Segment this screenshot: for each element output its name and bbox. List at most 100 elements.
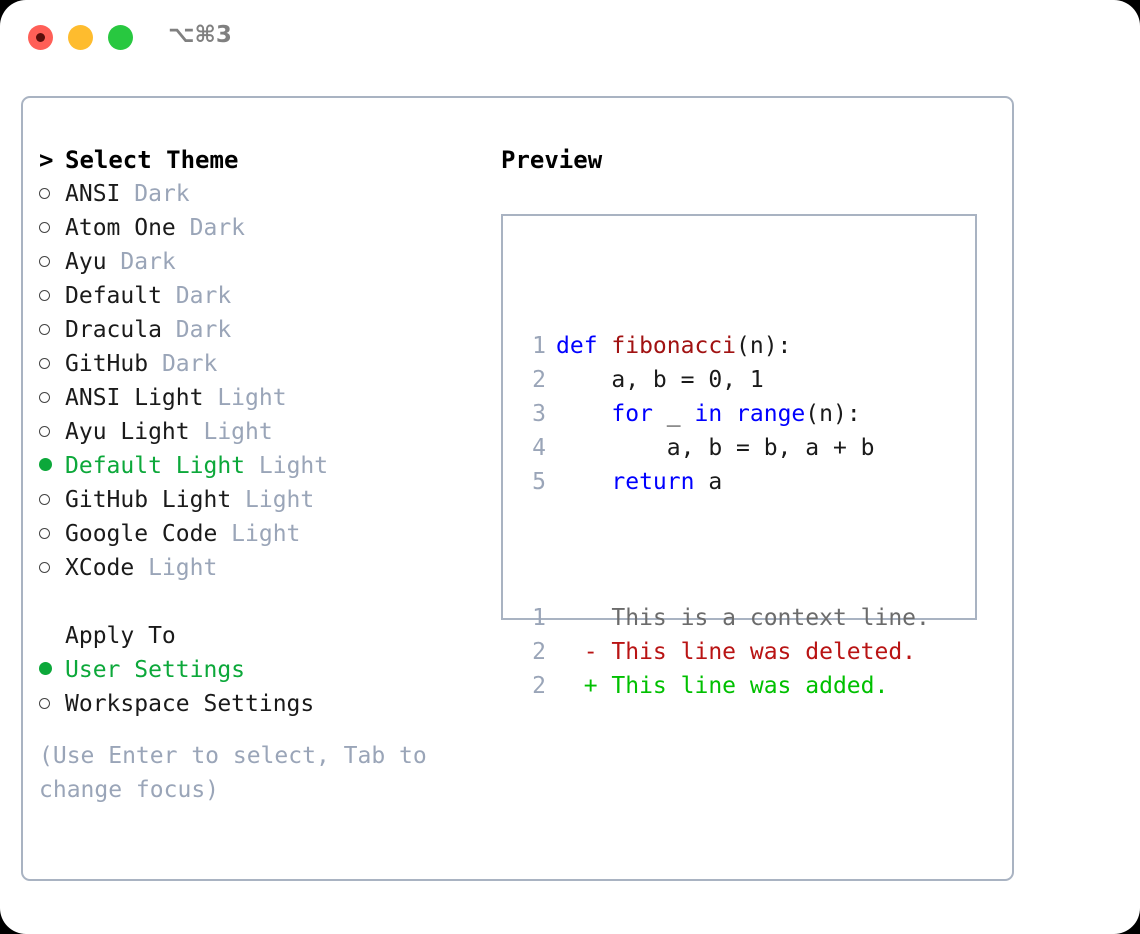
theme-name: Dracula <box>65 317 176 343</box>
code-token <box>722 401 736 427</box>
theme-variant: Dark <box>175 317 232 343</box>
diff-marker: - <box>556 639 612 665</box>
theme-list-item[interactable]: ANSI Light Light <box>39 381 479 415</box>
theme-radio[interactable] <box>39 415 65 449</box>
diff-text: This is a context line. <box>611 605 930 631</box>
theme-list-item[interactable]: Default Dark <box>39 279 479 313</box>
theme-variant: Dark <box>189 215 246 241</box>
code-token: _ <box>652 401 695 427</box>
apply-to-radio[interactable] <box>39 687 65 721</box>
code-token: return <box>611 469 695 495</box>
code-token: a, b = b, a + b <box>556 435 875 461</box>
theme-radio[interactable] <box>39 551 65 585</box>
code-token: (n): <box>805 401 861 427</box>
radio-unselected-icon <box>39 256 50 267</box>
radio-unselected-icon <box>39 698 50 709</box>
theme-list-item[interactable]: XCode Light <box>39 551 479 585</box>
theme-name: GitHub Light <box>65 487 246 513</box>
theme-name: ANSI <box>65 181 135 207</box>
diff-text: This line was added. <box>611 673 889 699</box>
theme-list-item[interactable]: GitHub Light Light <box>39 483 479 517</box>
code-line: 2 a, b = 0, 1 <box>518 363 930 397</box>
theme-list-item[interactable]: Google Code Light <box>39 517 479 551</box>
code-line: 4 a, b = b, a + b <box>518 431 930 465</box>
theme-radio[interactable] <box>39 245 65 279</box>
keyboard-hint: (Use Enter to select, Tab to change focu… <box>39 743 427 803</box>
theme-name: Ayu <box>65 249 121 275</box>
code-token: for <box>611 401 653 427</box>
line-number: 1 <box>532 333 546 359</box>
theme-radio[interactable] <box>39 279 65 313</box>
theme-variant: Dark <box>175 283 232 309</box>
theme-picker-heading: >Select Theme <box>39 143 479 177</box>
radio-unselected-icon <box>39 358 50 369</box>
radio-unselected-icon <box>39 324 50 335</box>
code-token: fibonacci <box>611 333 737 359</box>
close-button[interactable] <box>28 25 53 50</box>
theme-picker-heading-label: Select Theme <box>65 146 239 174</box>
theme-name: GitHub <box>65 351 162 377</box>
theme-name: Atom One <box>65 215 190 241</box>
radio-unselected-icon <box>39 222 50 233</box>
recording-indicator-icon <box>36 33 45 42</box>
theme-radio[interactable] <box>39 381 65 415</box>
radio-selected-icon <box>39 662 52 675</box>
line-number: 5 <box>532 469 546 495</box>
theme-list-item[interactable]: Ayu Dark <box>39 245 479 279</box>
theme-list-item[interactable]: Dracula Dark <box>39 313 479 347</box>
theme-radio[interactable] <box>39 177 65 211</box>
maximize-button[interactable] <box>108 25 133 50</box>
code-token: a, b = 0, 1 <box>556 367 764 393</box>
theme-list-item[interactable]: GitHub Dark <box>39 347 479 381</box>
line-number: 2 <box>532 639 546 665</box>
line-number: 4 <box>532 435 546 461</box>
code-token: (n): <box>736 333 792 359</box>
theme-variant: Dark <box>161 351 218 377</box>
theme-radio[interactable] <box>39 347 65 381</box>
title-bar: ⌥⌘3 <box>0 0 1140 78</box>
apply-to-option[interactable]: User Settings <box>39 653 479 687</box>
list-spacer <box>39 585 479 619</box>
diff-text: This line was deleted. <box>611 639 917 665</box>
code-token: range <box>736 401 806 427</box>
theme-radio[interactable] <box>39 517 65 551</box>
apply-to-option-label: User Settings <box>65 657 246 683</box>
theme-variant: Light <box>231 521 301 547</box>
apply-to-option[interactable]: Workspace Settings <box>39 687 479 721</box>
code-line: 3 for _ in range(n): <box>518 397 930 431</box>
code-line: 5 return a <box>518 465 930 499</box>
radio-unselected-icon <box>39 562 50 573</box>
theme-name: ANSI Light <box>65 385 218 411</box>
theme-radio[interactable] <box>39 483 65 517</box>
minimize-button[interactable] <box>68 25 93 50</box>
radio-unselected-icon <box>39 494 50 505</box>
theme-variant: Light <box>245 487 315 513</box>
theme-radio[interactable] <box>39 449 65 483</box>
theme-list-item[interactable]: Atom One Dark <box>39 211 479 245</box>
code-token <box>556 401 611 427</box>
theme-name: Default Light <box>65 453 259 479</box>
theme-list-item[interactable]: Ayu Light Light <box>39 415 479 449</box>
theme-name: Default <box>65 283 176 309</box>
theme-variant: Light <box>217 385 287 411</box>
theme-list-item[interactable]: ANSI Dark <box>39 177 479 211</box>
apply-to-radio[interactable] <box>39 653 65 687</box>
apply-to-option-label: Workspace Settings <box>65 691 315 717</box>
theme-radio[interactable] <box>39 211 65 245</box>
radio-unselected-icon <box>39 188 50 199</box>
line-number: 2 <box>532 673 546 699</box>
theme-variant: Dark <box>134 181 190 207</box>
theme-radio[interactable] <box>39 313 65 347</box>
code-token: a <box>694 469 723 495</box>
theme-list-item[interactable]: Default Light Light <box>39 449 479 483</box>
line-number: 3 <box>532 401 546 427</box>
diff-line: 2 + This line was added. <box>518 669 930 703</box>
